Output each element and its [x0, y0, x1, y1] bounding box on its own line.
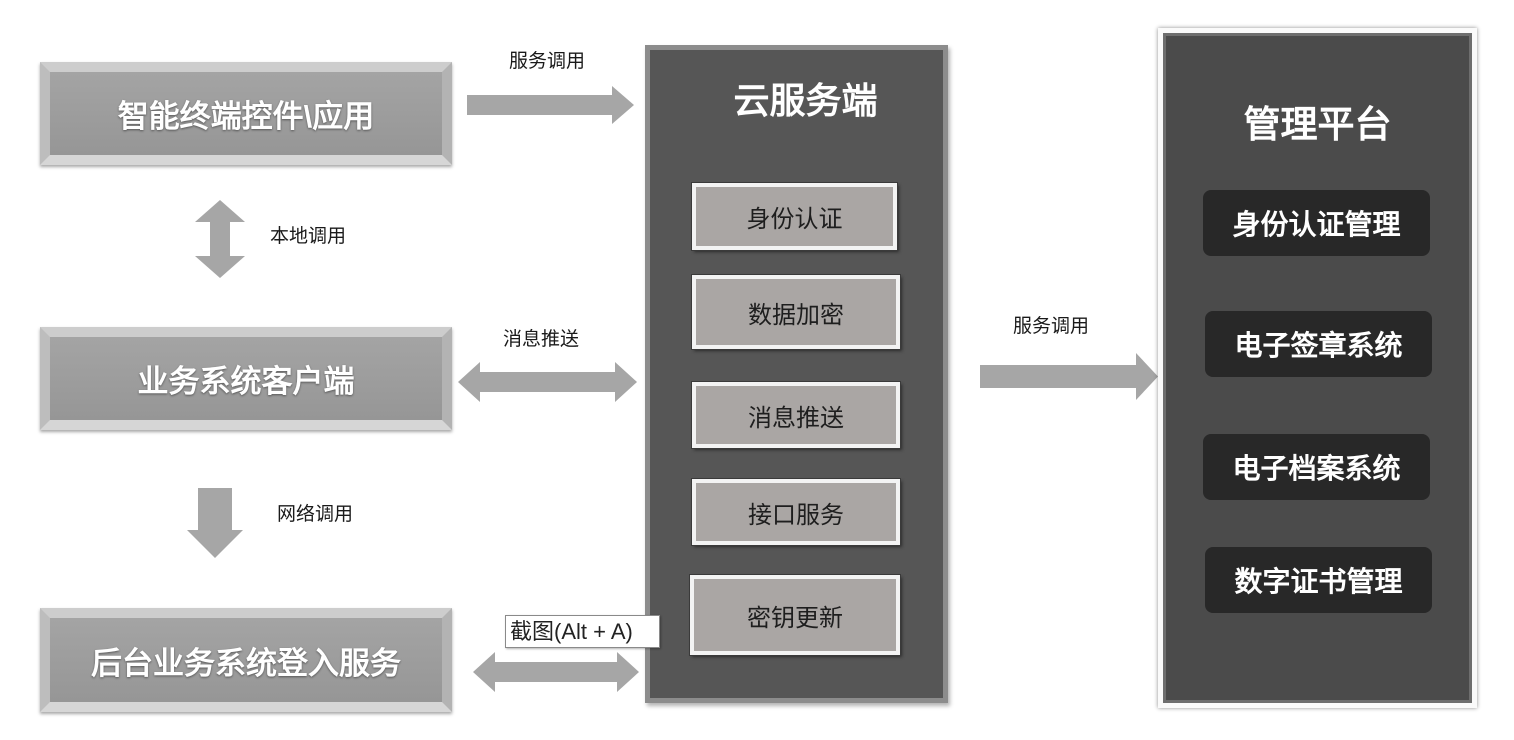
double-arrow-shape [473, 652, 639, 692]
smart-terminal-label: 智能终端控件\应用 [117, 99, 375, 134]
right-arrow-shape [980, 353, 1158, 400]
cloud-to-platform-label: 服务调用 [1013, 316, 1090, 337]
local-call-label: 本地调用 [270, 226, 347, 247]
local-call-vertical-double-arrow [195, 200, 245, 278]
network-call-label: 网络调用 [277, 504, 354, 525]
smart-terminal-box: 智能终端控件\应用 [40, 62, 452, 165]
screenshot-tooltip: 截图(Alt + A) [505, 615, 660, 648]
cloud-server-panel: 云服务端 身份认证 数据加密 消息推送 接口服务 密钥更新 [645, 45, 948, 703]
service-identity-auth: 身份认证 [692, 183, 897, 250]
service-message-push: 消息推送 [692, 382, 900, 448]
backend-login-service-box: 后台业务系统登入服务 [40, 608, 452, 712]
backend-login-service-label: 后台业务系统登入服务 [91, 645, 401, 681]
backend-cloud-double-arrow [473, 652, 639, 692]
service-interface: 接口服务 [692, 479, 900, 545]
module-e-archive-system: 电子档案系统 [1203, 434, 1430, 500]
network-call-down-arrow [187, 488, 243, 558]
service-data-encryption: 数据加密 [692, 275, 900, 349]
business-client-label: 业务系统客户端 [137, 364, 355, 399]
module-digital-certificate-management: 数字证书管理 [1205, 547, 1432, 613]
right-arrow-shape [467, 86, 634, 124]
module-identity-auth-management: 身份认证管理 [1203, 190, 1430, 256]
cloud-to-platform-arrow [980, 353, 1158, 400]
down-arrow-shape [187, 488, 243, 558]
client-cloud-double-arrow [458, 362, 637, 402]
management-platform-title: 管理平台 [1243, 104, 1392, 145]
client-cloud-label: 消息推送 [503, 329, 580, 350]
terminal-to-cloud-label: 服务调用 [509, 51, 586, 72]
cloud-server-title: 云服务端 [733, 80, 878, 121]
double-arrow-shape [458, 362, 637, 402]
terminal-to-cloud-arrow [467, 86, 634, 124]
service-key-update: 密钥更新 [690, 575, 900, 655]
vertical-double-arrow-shape [195, 200, 245, 278]
business-client-box: 业务系统客户端 [40, 327, 452, 430]
module-e-signature-system: 电子签章系统 [1205, 311, 1432, 377]
management-platform-panel: 管理平台 身份认证管理 电子签章系统 电子档案系统 数字证书管理 [1158, 28, 1477, 708]
